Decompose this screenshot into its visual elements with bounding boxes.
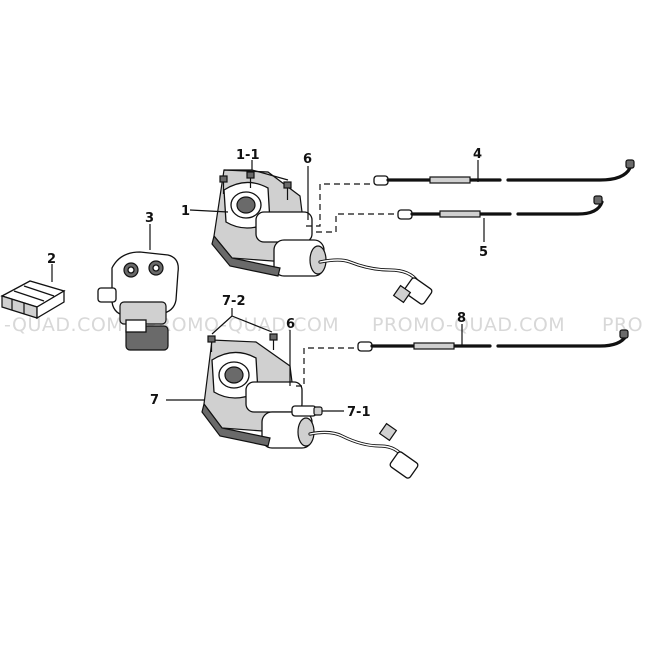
callouts: 1 1-1 2 3 4 5 6 6 7 7-1 7-2 8: [47, 147, 488, 420]
callout-4: 4: [473, 147, 482, 162]
callout-8: 8: [457, 311, 466, 326]
part-3-sensor: [97, 251, 179, 351]
watermark-edge: PRO: [602, 314, 643, 336]
part-1-throttle-assembly: [211, 169, 433, 305]
cable-4: [373, 159, 635, 186]
callout-7: 7: [150, 393, 159, 408]
callout-6-bottom: 6: [286, 317, 295, 332]
cable-8: [357, 329, 629, 352]
bolts-1-1: [219, 171, 292, 200]
watermark-right: PROMO-QUAD.COM: [372, 314, 565, 336]
callout-5: 5: [479, 245, 488, 260]
bolts-7-2: [207, 333, 278, 352]
callout-2: 2: [47, 252, 56, 267]
callout-7-2: 7-2: [222, 294, 246, 309]
callout-6-top: 6: [303, 152, 312, 167]
leader-lines: [51, 160, 485, 412]
callout-7-1: 7-1: [347, 405, 371, 420]
callout-3: 3: [145, 211, 154, 226]
cable-5: [397, 195, 604, 220]
watermark: -QUAD.COM PROMO-QUAD.COM PROMO-QUAD.COM …: [4, 314, 643, 336]
watermark-left: -QUAD.COM: [4, 314, 123, 336]
watermark-center: PROMO-QUAD.COM: [146, 314, 339, 336]
callout-1-1: 1-1: [236, 148, 260, 163]
connection-lines: [296, 183, 398, 387]
part-7-throttle-assembly: [201, 339, 419, 479]
part-2-connector: [0, 280, 66, 320]
callout-1: 1: [181, 204, 190, 219]
